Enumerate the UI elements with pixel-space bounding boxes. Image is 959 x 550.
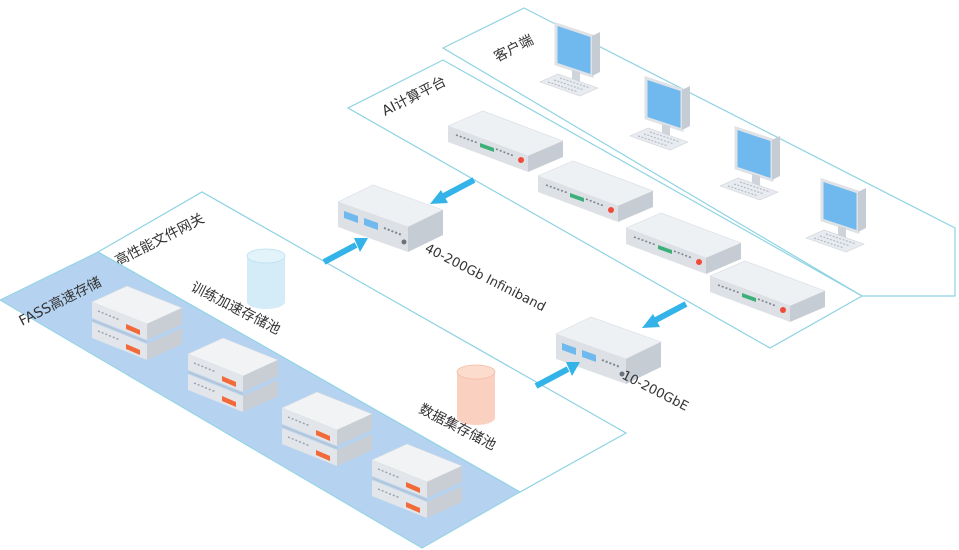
client-pc-1 <box>538 22 602 98</box>
ai-server-1 <box>447 110 564 173</box>
training-pool-cylinder <box>246 248 286 309</box>
client-pc-3 <box>718 126 782 202</box>
zone-ai-platform-label: AI计算平台 <box>380 74 449 120</box>
dataset-pool-cylinder <box>456 364 496 425</box>
zone-client-label: 客户端 <box>491 31 536 65</box>
client-pc-4 <box>804 178 868 254</box>
client-pc-2 <box>628 76 692 152</box>
zone-ai-platform-frame <box>346 59 864 349</box>
zone-gateway-label: 高性能文件网关 <box>112 210 207 270</box>
zone-client-frame <box>441 7 956 297</box>
infiniband-link-label: 40-200Gb Infiniband <box>422 241 548 315</box>
ai-server-2 <box>537 160 654 223</box>
arrow-ai-to-eth-switch <box>642 301 688 328</box>
infiniband-switch <box>337 184 444 253</box>
arrow-ai-to-ib-switch <box>430 177 476 204</box>
ai-server-3 <box>625 212 742 275</box>
arrow-gateway-to-ib-switch <box>322 238 368 265</box>
ai-server-4 <box>709 260 826 323</box>
arrow-gateway-to-eth-switch <box>534 362 580 389</box>
ethernet-link-label: 10-200GbE <box>619 368 690 414</box>
